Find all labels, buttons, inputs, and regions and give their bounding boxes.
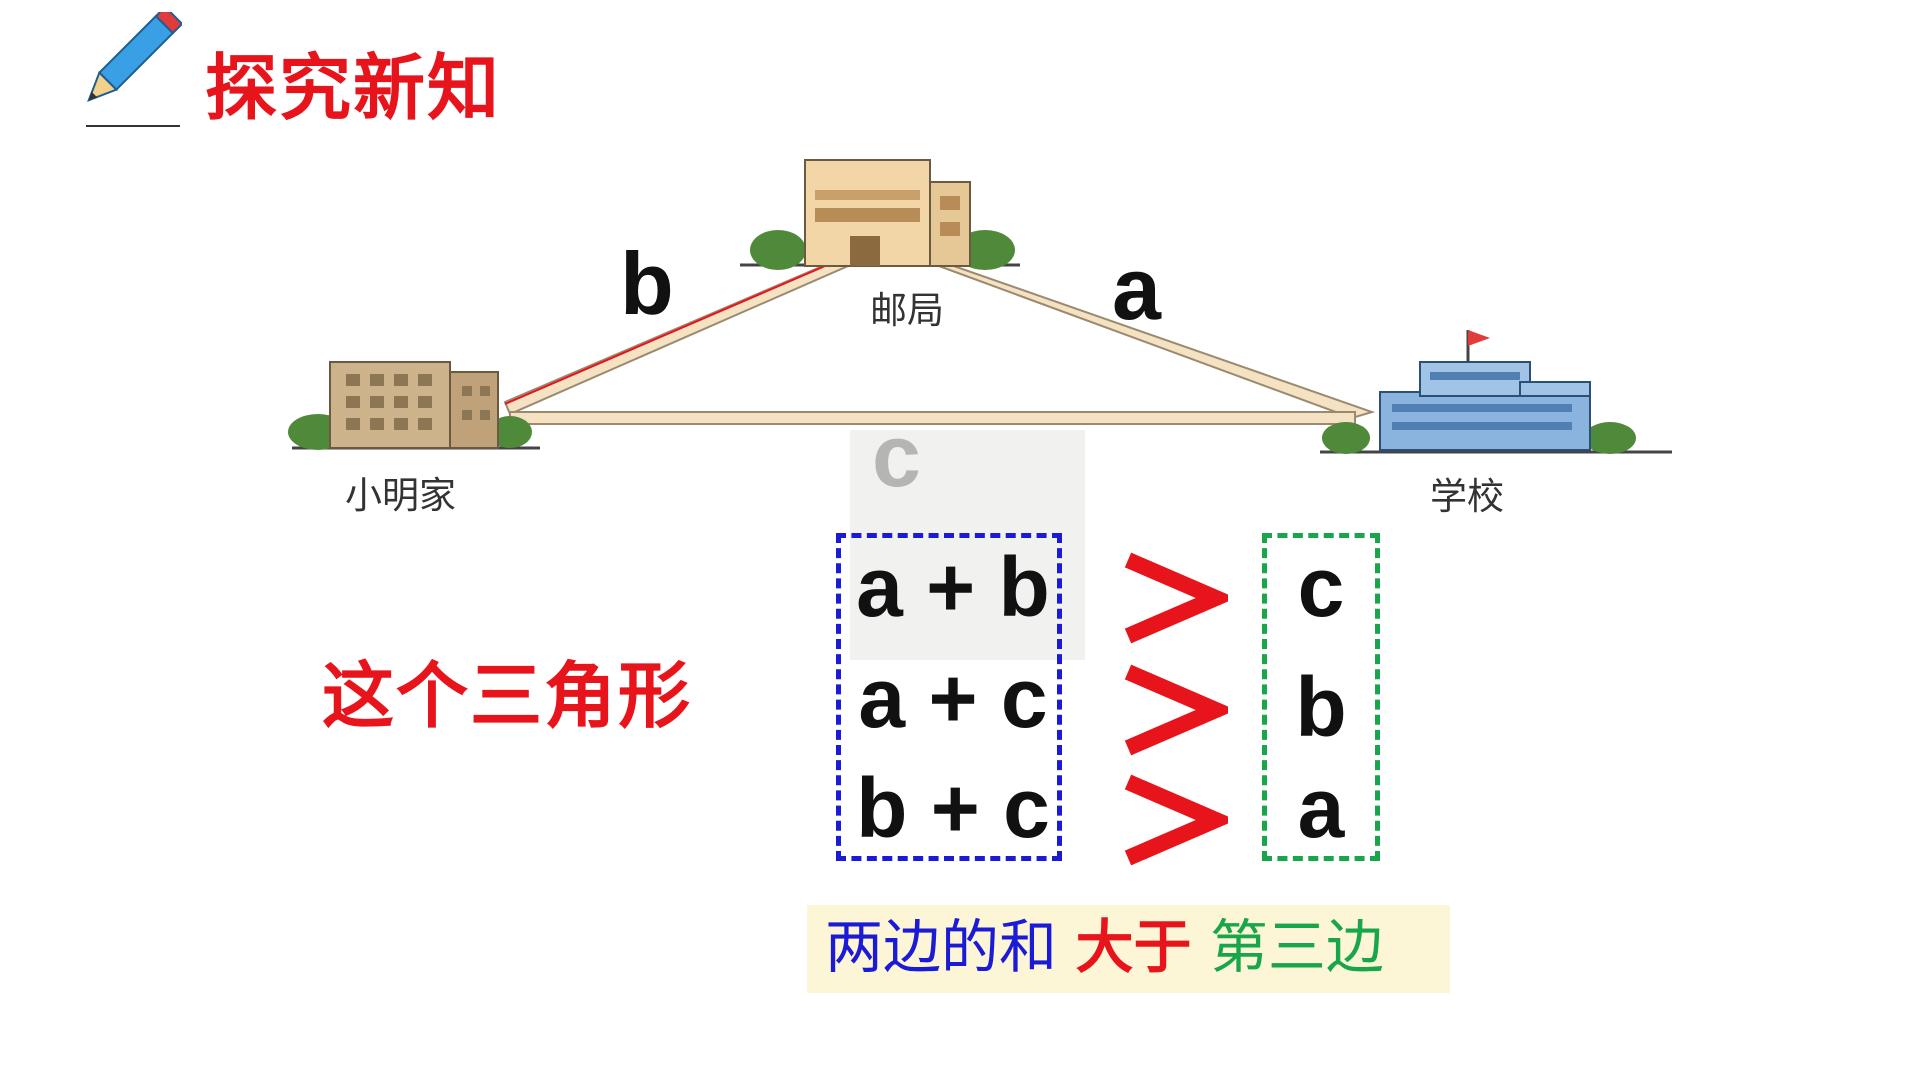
home-label: 小明家 [345, 474, 456, 517]
paper-patch [850, 430, 1085, 660]
post-office-label: 邮局 [870, 289, 944, 332]
school-building-icon [1322, 330, 1636, 454]
inequality-3-lhs: b + c [856, 761, 1050, 855]
inequality-3-rhs: a [1297, 761, 1345, 855]
sum-box [836, 533, 1062, 861]
inequality-2-rhs: b [1295, 660, 1347, 754]
segment-b-label: b [620, 234, 674, 333]
inequality-1-rhs: c [1297, 540, 1345, 634]
greater-than-symbol-1 [1124, 552, 1228, 644]
conclusion-part3: 第三边 [1209, 913, 1384, 981]
conclusion-banner [807, 905, 1450, 993]
home-building-icon [288, 361, 532, 450]
post-office-building-icon [750, 159, 1015, 270]
segment-a-label: a [1112, 239, 1161, 338]
page-title: 探究新知 [205, 46, 502, 130]
title-underline [86, 125, 180, 127]
third-side-box [1262, 533, 1380, 861]
conclusion-part2: 大于 [1075, 913, 1192, 981]
conclusion-part1: 两边的和 [825, 913, 1058, 981]
school-label: 学校 [1430, 475, 1504, 518]
inequality-1-lhs: a + b [856, 540, 1050, 634]
greater-than-symbol-2 [1124, 664, 1228, 756]
pencil-icon [87, 12, 182, 102]
triangle-label: 这个三角形 [322, 654, 693, 738]
greater-than-symbol-3 [1124, 774, 1228, 866]
conclusion-text: 两边的和 大于 第三边 [825, 918, 1384, 976]
road-b [503, 260, 852, 416]
inequality-2-lhs: a + c [858, 651, 1048, 745]
road-c [509, 411, 1356, 425]
